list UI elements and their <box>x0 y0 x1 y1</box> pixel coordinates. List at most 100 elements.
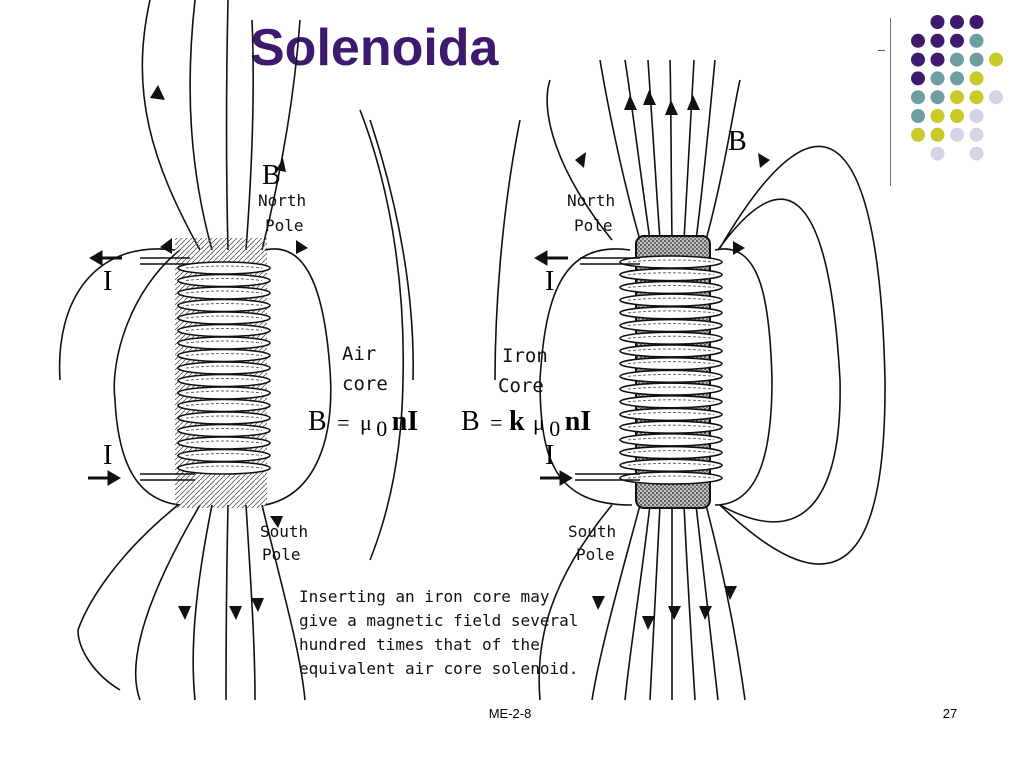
coil-turn-back <box>185 303 263 306</box>
divider-line <box>890 18 891 186</box>
coil-turn <box>619 407 723 422</box>
coil-turn <box>619 382 723 396</box>
decorative-dot <box>911 33 925 48</box>
coil-turn-back <box>627 259 715 263</box>
coil-turn-back <box>185 378 263 381</box>
coil-turn-back <box>627 475 715 479</box>
coil-turn-back <box>185 403 263 406</box>
coil-turn <box>177 448 271 463</box>
left-current-bottom-label: I <box>103 440 112 471</box>
coil-turn-back <box>627 424 715 428</box>
coil-turn <box>619 420 723 434</box>
left-core-label-2: core <box>342 373 388 395</box>
note-line-1: Inserting an iron core may <box>299 587 550 606</box>
decorative-dot <box>989 52 1003 67</box>
decorative-dot <box>930 33 945 48</box>
decorative-dot <box>930 52 945 67</box>
coil-turn-back <box>627 323 715 327</box>
coil-turn <box>177 386 271 400</box>
coil-turn-back <box>627 310 715 314</box>
decorative-dot-grid <box>911 15 1003 161</box>
coil-turn-back <box>185 328 263 331</box>
decorative-dot <box>969 127 984 142</box>
right-core-label-2: Core <box>498 375 544 397</box>
right-field-label: B <box>728 126 747 157</box>
left-current-arrows <box>88 250 122 486</box>
decorative-dot <box>950 109 964 123</box>
coil-turn <box>177 373 271 388</box>
decorative-dot <box>911 109 925 123</box>
coil-turn-back <box>627 373 715 377</box>
decorative-dot <box>969 90 984 105</box>
decorative-dot <box>930 71 945 86</box>
note-line-2: give a magnetic field several <box>299 611 578 630</box>
slide-title: Solenoida <box>250 19 499 77</box>
coil-turn <box>619 318 723 333</box>
left-north-label-1: North <box>258 191 306 210</box>
coil-turn <box>619 293 723 307</box>
decorative-dot <box>969 71 984 86</box>
footer-label: ME-2-8 <box>488 706 532 721</box>
coil-turn-back <box>627 272 715 276</box>
divider-tick <box>878 50 885 51</box>
decorative-dot <box>930 146 945 161</box>
coil-turn <box>177 273 271 288</box>
coil-turn-back <box>185 265 263 269</box>
decorative-dot <box>911 90 925 105</box>
decorative-dot <box>911 71 925 86</box>
decorative-dot <box>911 127 925 142</box>
coil-turn <box>177 361 271 375</box>
right-south-label-2: Pole <box>576 545 615 564</box>
decorative-dot <box>930 127 945 142</box>
coil-turn <box>619 280 723 295</box>
left-field-lines <box>58 0 414 701</box>
left-field-label: B <box>262 160 281 191</box>
coil-turn <box>619 306 723 320</box>
coil-turn <box>177 398 271 413</box>
decorative-dot <box>969 33 984 48</box>
coil-turn <box>177 336 271 350</box>
coil-turn <box>177 298 271 313</box>
left-south-label-2: Pole <box>262 545 301 564</box>
left-north-label-2: Pole <box>265 216 304 235</box>
note-line-3: hundred times that of the <box>299 635 540 654</box>
left-current-leads <box>140 257 195 481</box>
right-coil-windings <box>619 255 723 485</box>
coil-turn <box>177 436 271 450</box>
coil-turn-back <box>185 428 263 431</box>
coil-turn <box>619 445 723 460</box>
coil-turn <box>177 286 271 300</box>
right-current-top-label: I <box>545 266 554 297</box>
coil-turn <box>619 267 723 282</box>
coil-turn-back <box>627 462 715 466</box>
right-current-arrows <box>534 250 573 486</box>
coil-turn-back <box>185 315 263 319</box>
coil-turn-back <box>627 361 715 365</box>
coil-turn-back <box>627 284 715 288</box>
left-field-arrows <box>150 85 308 620</box>
page-number: 27 <box>942 706 958 721</box>
decorative-dot <box>989 90 1003 105</box>
right-current-leads <box>575 257 640 481</box>
left-equation: B = μ 0 nI <box>308 406 418 441</box>
coil-turn-back <box>627 450 715 454</box>
right-current-bottom-label: I <box>545 440 554 471</box>
coil-turn-back <box>185 340 263 344</box>
coil-turn <box>619 394 723 409</box>
left-coil-windings <box>177 261 271 475</box>
decorative-dot <box>930 15 945 29</box>
coil-turn <box>619 458 723 473</box>
decorative-dot <box>950 33 964 48</box>
coil-turn-back <box>185 290 263 294</box>
coil-turn-back <box>627 411 715 415</box>
right-north-label-1: North <box>567 191 615 210</box>
coil-turn <box>177 261 271 275</box>
note-line-4: equivalent air core solenoid. <box>299 659 578 678</box>
right-field-arrows <box>575 90 770 630</box>
right-field-lines <box>494 59 886 701</box>
coil-turn-back <box>185 278 263 281</box>
coil-turn <box>619 344 723 358</box>
coil-turn-back <box>185 365 263 369</box>
coil-turn-back <box>627 437 715 441</box>
